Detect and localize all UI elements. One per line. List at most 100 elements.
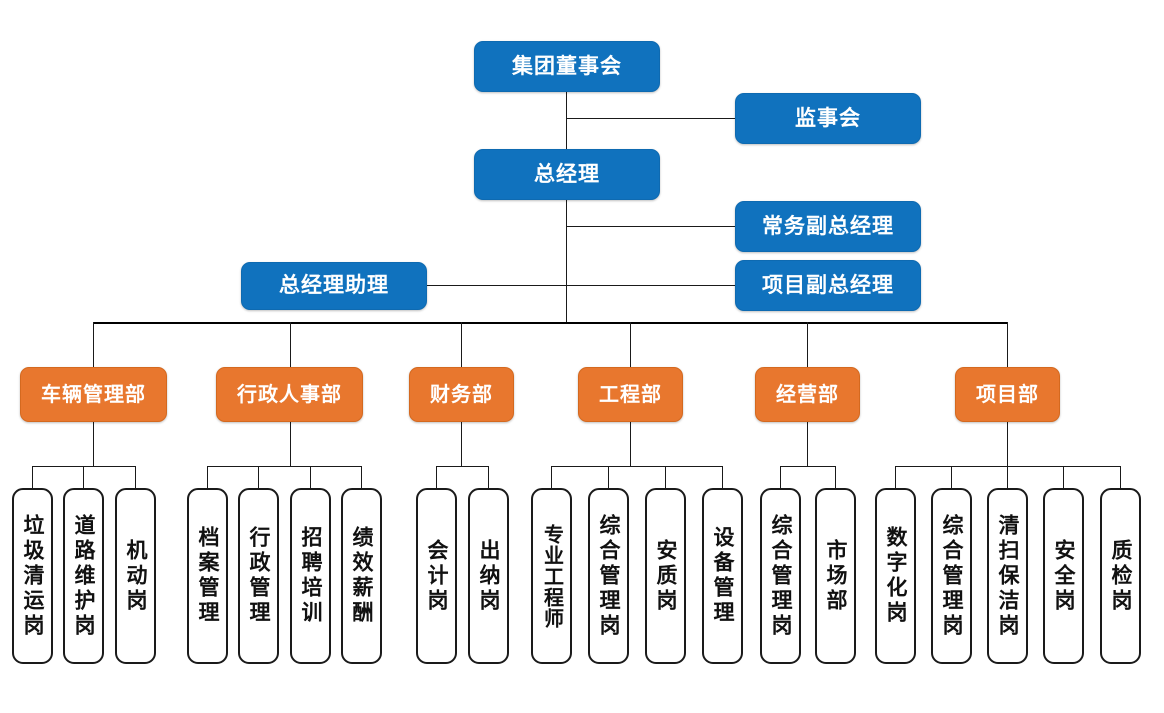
leaf-position-label: 垃圾清运岗 — [21, 513, 44, 639]
leaf-position-box[interactable]: 数字化岗 — [875, 488, 916, 664]
node-board[interactable]: 集团董事会 — [474, 41, 660, 92]
connector-dept3-leaf-1 — [436, 466, 437, 489]
leaf-position-box[interactable]: 出纳岗 — [468, 488, 509, 664]
leaf-position-label: 绩效薪酬 — [350, 526, 373, 626]
connector-dept5-leaf-2 — [835, 466, 836, 489]
connector-dept2-leaf-2 — [258, 466, 259, 489]
node-department-engineering-label: 工程部 — [599, 383, 662, 406]
connector-dept2-leaf-3 — [310, 466, 311, 489]
leaf-position-label: 会计岗 — [425, 538, 448, 614]
leaf-position-box[interactable]: 质检岗 — [1100, 488, 1141, 664]
leaf-position-box[interactable]: 综合管理岗 — [931, 488, 972, 664]
connector-dept5-bus — [780, 466, 835, 467]
node-department-operations-label: 经营部 — [776, 383, 839, 406]
connector-dept4-leaf-2 — [608, 466, 609, 489]
node-general-manager[interactable]: 总经理 — [474, 149, 660, 200]
connector-dept2-bus — [207, 466, 361, 467]
leaf-position-label: 数字化岗 — [884, 526, 907, 626]
node-project-vice-manager[interactable]: 项目副总经理 — [735, 260, 921, 311]
connector-dept6-down — [1007, 422, 1008, 466]
node-department-operations[interactable]: 经营部 — [755, 367, 860, 422]
connector-dept2-leaf-1 — [207, 466, 208, 489]
leaf-position-box[interactable]: 安质岗 — [645, 488, 686, 664]
connector-dept5-leaf-1 — [780, 466, 781, 489]
connector-dept4-leaf-1 — [551, 466, 552, 489]
leaf-position-box[interactable]: 档案管理 — [187, 488, 228, 664]
connector-dept6-leaf-5 — [1120, 466, 1121, 489]
leaf-position-label: 机动岗 — [124, 538, 147, 614]
leaf-position-label: 清扫保洁岗 — [996, 513, 1019, 639]
connector-gm-to-project-vice — [566, 285, 736, 286]
leaf-position-box[interactable]: 市场部 — [815, 488, 856, 664]
connector-dept2-down — [290, 422, 291, 466]
leaf-position-box[interactable]: 垃圾清运岗 — [12, 488, 53, 664]
leaf-position-box[interactable]: 机动岗 — [115, 488, 156, 664]
connector-gm-to-assistant — [426, 285, 566, 286]
leaf-position-label: 综合管理岗 — [769, 513, 792, 639]
node-department-admin-hr-label: 行政人事部 — [237, 383, 342, 406]
leaf-position-label: 道路维护岗 — [72, 513, 95, 639]
leaf-position-box[interactable]: 招聘培训 — [290, 488, 331, 664]
connector-dept1-leaf-2 — [83, 466, 84, 489]
leaf-position-label: 行政管理 — [247, 526, 270, 626]
connector-dept3-bus — [436, 466, 488, 467]
node-department-engineering[interactable]: 工程部 — [578, 367, 683, 422]
connector-dept4-bus — [551, 466, 722, 467]
connector-drop-dept-4 — [630, 322, 631, 367]
leaf-position-label: 安全岗 — [1052, 538, 1075, 614]
connector-dept1-down — [93, 422, 94, 466]
leaf-position-box[interactable]: 综合管理岗 — [760, 488, 801, 664]
leaf-position-box[interactable]: 安全岗 — [1043, 488, 1084, 664]
leaf-position-box[interactable]: 道路维护岗 — [63, 488, 104, 664]
node-executive-vice-manager[interactable]: 常务副总经理 — [735, 201, 921, 252]
connector-department-bus — [93, 322, 1008, 324]
connector-dept6-leaf-4 — [1063, 466, 1064, 489]
leaf-position-box[interactable]: 设备管理 — [702, 488, 743, 664]
node-executive-vice-manager-label: 常务副总经理 — [762, 214, 894, 238]
node-supervisory-board-label: 监事会 — [795, 106, 861, 130]
connector-drop-dept-3 — [461, 322, 462, 367]
node-manager-assistant[interactable]: 总经理助理 — [241, 262, 427, 310]
node-department-admin-hr[interactable]: 行政人事部 — [216, 367, 363, 422]
node-project-vice-manager-label: 项目副总经理 — [762, 273, 894, 297]
leaf-position-box[interactable]: 清扫保洁岗 — [987, 488, 1028, 664]
connector-dept4-down — [630, 422, 631, 466]
connector-drop-dept-1 — [93, 322, 94, 367]
node-supervisory-board[interactable]: 监事会 — [735, 93, 921, 144]
node-board-label: 集团董事会 — [512, 54, 622, 78]
connector-gm-down — [566, 199, 567, 323]
leaf-position-label: 档案管理 — [196, 526, 219, 626]
connector-dept4-leaf-3 — [665, 466, 666, 489]
node-department-project[interactable]: 项目部 — [955, 367, 1060, 422]
node-manager-assistant-label: 总经理助理 — [279, 274, 389, 298]
leaf-position-box[interactable]: 综合管理岗 — [588, 488, 629, 664]
connector-dept3-leaf-2 — [488, 466, 489, 489]
connector-dept5-down — [807, 422, 808, 466]
connector-dept6-leaf-1 — [895, 466, 896, 489]
connector-dept6-leaf-3 — [1007, 466, 1008, 489]
leaf-position-label: 安质岗 — [654, 538, 677, 614]
connector-board-down — [566, 92, 567, 149]
leaf-position-box[interactable]: 会计岗 — [416, 488, 457, 664]
node-department-project-label: 项目部 — [976, 383, 1039, 406]
connector-dept1-leaf-1 — [32, 466, 33, 489]
connector-dept1-leaf-3 — [135, 466, 136, 489]
leaf-position-label: 质检岗 — [1109, 538, 1132, 614]
connector-dept6-leaf-2 — [951, 466, 952, 489]
leaf-position-label: 招聘培训 — [299, 526, 322, 626]
node-department-finance[interactable]: 财务部 — [409, 367, 514, 422]
leaf-position-box[interactable]: 专业工程师 — [531, 488, 572, 664]
connector-dept4-leaf-4 — [722, 466, 723, 489]
leaf-position-box[interactable]: 绩效薪酬 — [341, 488, 382, 664]
connector-gm-to-exec-vice — [566, 226, 736, 227]
leaf-position-box[interactable]: 行政管理 — [238, 488, 279, 664]
node-department-vehicle[interactable]: 车辆管理部 — [20, 367, 167, 422]
connector-drop-dept-5 — [807, 322, 808, 367]
leaf-position-label: 出纳岗 — [477, 538, 500, 614]
connector-dept3-down — [461, 422, 462, 466]
connector-dept2-leaf-4 — [361, 466, 362, 489]
leaf-position-label: 专业工程师 — [540, 523, 563, 629]
leaf-position-label: 设备管理 — [711, 526, 734, 626]
leaf-position-label: 市场部 — [824, 538, 847, 614]
